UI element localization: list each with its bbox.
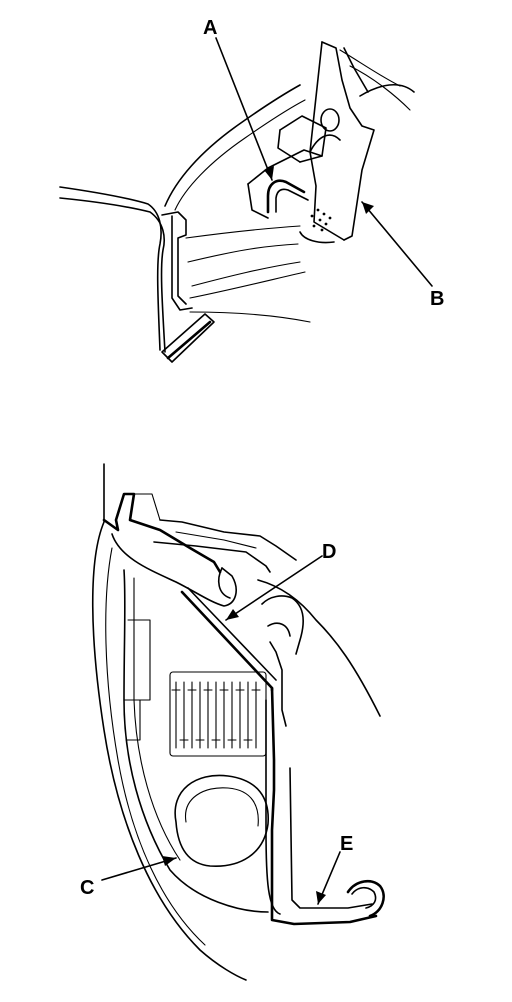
callout-e: E bbox=[340, 833, 353, 855]
round-opening bbox=[174, 774, 269, 867]
retainer-hook-e bbox=[346, 879, 385, 918]
mounting-panel bbox=[159, 519, 297, 561]
outer-shell bbox=[91, 463, 247, 981]
callout-c: C bbox=[80, 877, 94, 899]
side-bracket bbox=[270, 686, 378, 926]
vent-grille bbox=[169, 671, 267, 757]
leader-d-arrowhead bbox=[226, 609, 239, 620]
upper-bracket bbox=[102, 492, 222, 574]
molding-lip bbox=[166, 320, 212, 360]
callout-d: D bbox=[322, 541, 336, 563]
leader-b-arrowhead bbox=[362, 202, 374, 214]
lower-view: C D E bbox=[80, 463, 385, 981]
tool-grip-dots bbox=[310, 208, 332, 232]
leader-e-arrowhead bbox=[316, 891, 326, 904]
seal-line bbox=[180, 590, 274, 692]
door-frame-curve bbox=[257, 579, 381, 717]
inner-panel bbox=[123, 569, 269, 913]
upper-panel-line bbox=[164, 84, 301, 207]
upper-view: A B bbox=[59, 17, 444, 363]
leader-a bbox=[215, 37, 273, 181]
leader-c bbox=[101, 857, 177, 881]
callout-b: B bbox=[430, 288, 444, 310]
leader-b bbox=[361, 201, 433, 287]
removal-tool-b bbox=[299, 41, 415, 244]
clip-a bbox=[247, 115, 327, 219]
weatherstrip-channel bbox=[161, 211, 187, 305]
leader-a-arrowhead bbox=[264, 166, 274, 180]
leader-c-arrowhead bbox=[162, 856, 176, 866]
leader-d bbox=[225, 555, 323, 621]
callout-a: A bbox=[203, 17, 217, 39]
